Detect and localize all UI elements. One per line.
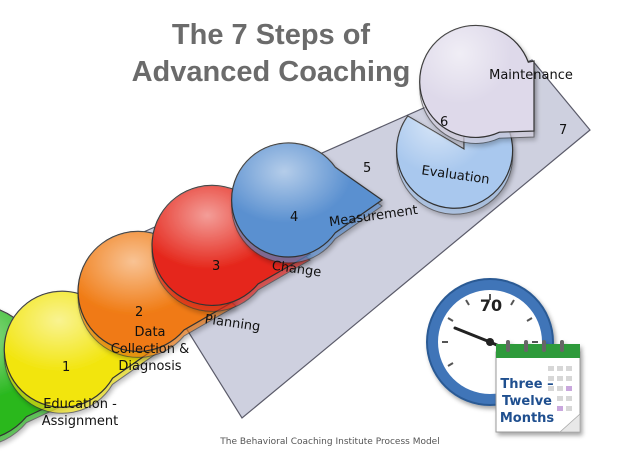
step-pie-3 <box>77 230 238 358</box>
calendar-line-3: Months <box>500 411 555 426</box>
step-pies <box>0 24 535 443</box>
step-number-2: 2 <box>135 305 143 320</box>
step-number-3: 3 <box>212 259 220 274</box>
step-pie-4 <box>151 184 312 312</box>
title-line-2: Advanced Coaching <box>132 56 411 88</box>
calendar-line-2: Twelve <box>502 394 552 409</box>
svg-text:Advanced Coaching: Advanced Coaching <box>134 58 413 90</box>
clock-number: 70 <box>480 296 502 315</box>
step-label-7: Maintenance <box>489 68 573 83</box>
step-pie-7 <box>419 24 535 144</box>
step-number-6: 6 <box>440 115 448 130</box>
calendar-icon <box>495 340 581 433</box>
calendar-text: Three – Twelve Months <box>500 377 555 426</box>
step-number-5: 5 <box>363 161 371 176</box>
step-pie-2 <box>3 290 162 414</box>
step-label-4: Change <box>271 259 322 281</box>
step-number-7: 7 <box>559 123 567 138</box>
title-line-1: The 7 Steps of <box>172 19 371 51</box>
svg-text:The 7 Steps of: The 7 Steps of <box>174 21 373 53</box>
step-number-4: 4 <box>290 210 298 225</box>
step-pie-5 <box>231 142 384 264</box>
page-title: The 7 Steps of The 7 Steps of Advanced C… <box>132 19 413 90</box>
step-number-1: 1 <box>62 360 70 375</box>
footer-caption: The Behavioral Coaching Institute Proces… <box>219 437 439 447</box>
step-label-1: Education -Assignment <box>42 397 119 429</box>
calendar-line-1: Three – <box>500 377 553 392</box>
